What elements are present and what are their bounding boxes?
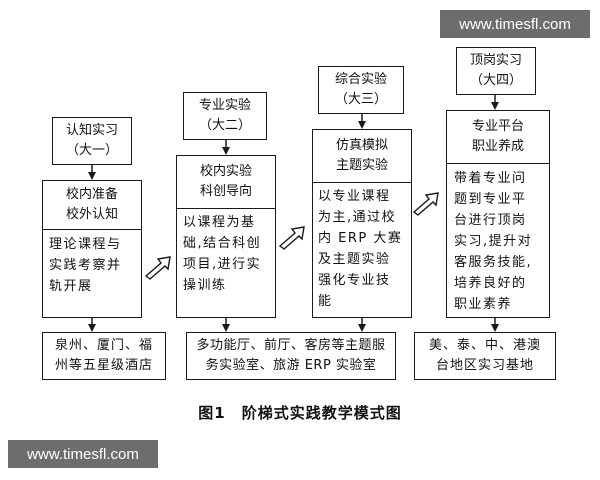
stage-2-body-line: 础,结合科创 [183, 236, 262, 251]
stage-2-title: 校内实验 科创导向 [177, 156, 275, 209]
stage-2-label-line-2: （大二） [198, 118, 251, 133]
stage-4-body-line: 实习,提升对 [454, 234, 533, 249]
stage-4-block: 专业平台 职业养成 [446, 110, 550, 318]
stage-2-title-line-1: 校内实验 [199, 164, 252, 179]
step-arrow-1-to-2 [144, 256, 171, 280]
destination-hotels-line-2: 州等五星级酒店 [54, 358, 153, 373]
stage-4-body-line: 带着专业问 [454, 171, 527, 186]
stage-1-block: 校内准备 校外认知 [42, 180, 142, 318]
stage-1-label-box: 认知实习 （大一） [52, 117, 132, 165]
stage-4-body-line: 台进行顶岗 [454, 213, 527, 228]
destination-box-labs: 多功能厅、前厅、客房等主题服 务实验室、旅游 ERP 实验室 [186, 332, 396, 380]
stage-3-body: 以专业课程 为主,通过校 内 ERP 大赛 及主题实验 强化专业技 能 [318, 186, 402, 312]
stage-2-body-line: 项目,进行实 [183, 257, 262, 272]
stage-2-body-line: 操训练 [183, 278, 227, 293]
figure-caption: 图1 阶梯式实践教学模式图 [198, 404, 402, 422]
stage-1-body: 理论课程与 实践考察并 轨开展 [49, 234, 122, 297]
stage-4-label-line-2: （大四） [469, 73, 522, 88]
step-arrow-3-to-4 [412, 192, 439, 216]
stage-4-body-line: 职业素养 [454, 297, 513, 312]
stage-4-body-line: 客服务技能, [454, 255, 533, 270]
stage-4-title: 专业平台 职业养成 [447, 111, 549, 164]
stage-3-body-line: 强化专业技 [318, 273, 391, 288]
stage-1-body-line: 轨开展 [49, 279, 93, 294]
watermark-bottom: www.timesfl.com [8, 440, 158, 468]
destination-overseas-line-2: 台地区实习基地 [435, 358, 534, 373]
stage-1-title: 校内准备 校外认知 [43, 181, 141, 230]
stage-1-body-line: 实践考察并 [49, 258, 122, 273]
destination-labs-line-1: 多功能厅、前厅、客房等主题服 [196, 338, 386, 353]
destination-labs-line-2: 务实验室、旅游 ERP 实验室 [205, 358, 377, 373]
stage-4-title-line-1: 专业平台 [471, 119, 524, 134]
destination-overseas-line-1: 美、泰、中、港澳 [428, 338, 541, 353]
stage-1-body-line: 理论课程与 [49, 237, 122, 252]
stage-1-label-line-1: 认知实习 [65, 123, 118, 138]
stage-3-body-line: 为主,通过校 [318, 210, 397, 225]
stage-3-body-line: 内 ERP 大赛 [318, 231, 403, 246]
stage-2-block: 校内实验 科创导向 [176, 155, 276, 318]
stage-4-body-line: 题到专业平 [454, 192, 527, 207]
stage-2-body: 以课程为基 础,结合科创 项目,进行实 操训练 [183, 212, 261, 296]
stage-3-title-line-2: 主题实验 [335, 158, 388, 173]
stage-4-label-line-1: 顶岗实习 [469, 53, 522, 68]
stage-3-body-line: 能 [318, 294, 333, 309]
stage-1-label-line-2: （大一） [65, 143, 118, 158]
destination-box-hotels: 泉州、厦门、福 州等五星级酒店 [42, 332, 166, 380]
stage-3-body-line: 以专业课程 [318, 189, 391, 204]
stage-3-body-line: 及主题实验 [318, 252, 391, 267]
stage-3-label-line-1: 综合实验 [334, 72, 387, 87]
stage-3-label-line-2: （大三） [334, 92, 387, 107]
stage-3-title-line-1: 仿真模拟 [335, 138, 388, 153]
stage-2-title-line-2: 科创导向 [199, 184, 252, 199]
stage-2-body-line: 以课程为基 [183, 215, 256, 230]
destination-box-overseas: 美、泰、中、港澳 台地区实习基地 [414, 332, 556, 380]
stage-4-title-line-2: 职业养成 [471, 139, 524, 154]
watermark-top: www.timesfl.com [440, 10, 590, 38]
stage-1-title-line-2: 校外认知 [65, 207, 118, 222]
stage-1-title-line-1: 校内准备 [65, 187, 118, 202]
stage-4-body-line: 培养良好的 [454, 276, 527, 291]
stage-3-title: 仿真模拟 主题实验 [313, 130, 411, 183]
step-arrow-2-to-3 [278, 226, 305, 250]
destination-hotels-line-1: 泉州、厦门、福 [54, 338, 153, 353]
stage-2-label-box: 专业实验 （大二） [183, 92, 267, 140]
stage-3-block: 仿真模拟 主题实验 [312, 129, 412, 318]
stage-3-label-box: 综合实验 （大三） [318, 66, 404, 114]
stage-4-label-box: 顶岗实习 （大四） [456, 47, 536, 95]
stage-4-body: 带着专业问 题到专业平 台进行顶岗 实习,提升对 客服务技能, 培养良好的 职业… [454, 168, 532, 315]
stage-2-label-line-1: 专业实验 [198, 98, 251, 113]
